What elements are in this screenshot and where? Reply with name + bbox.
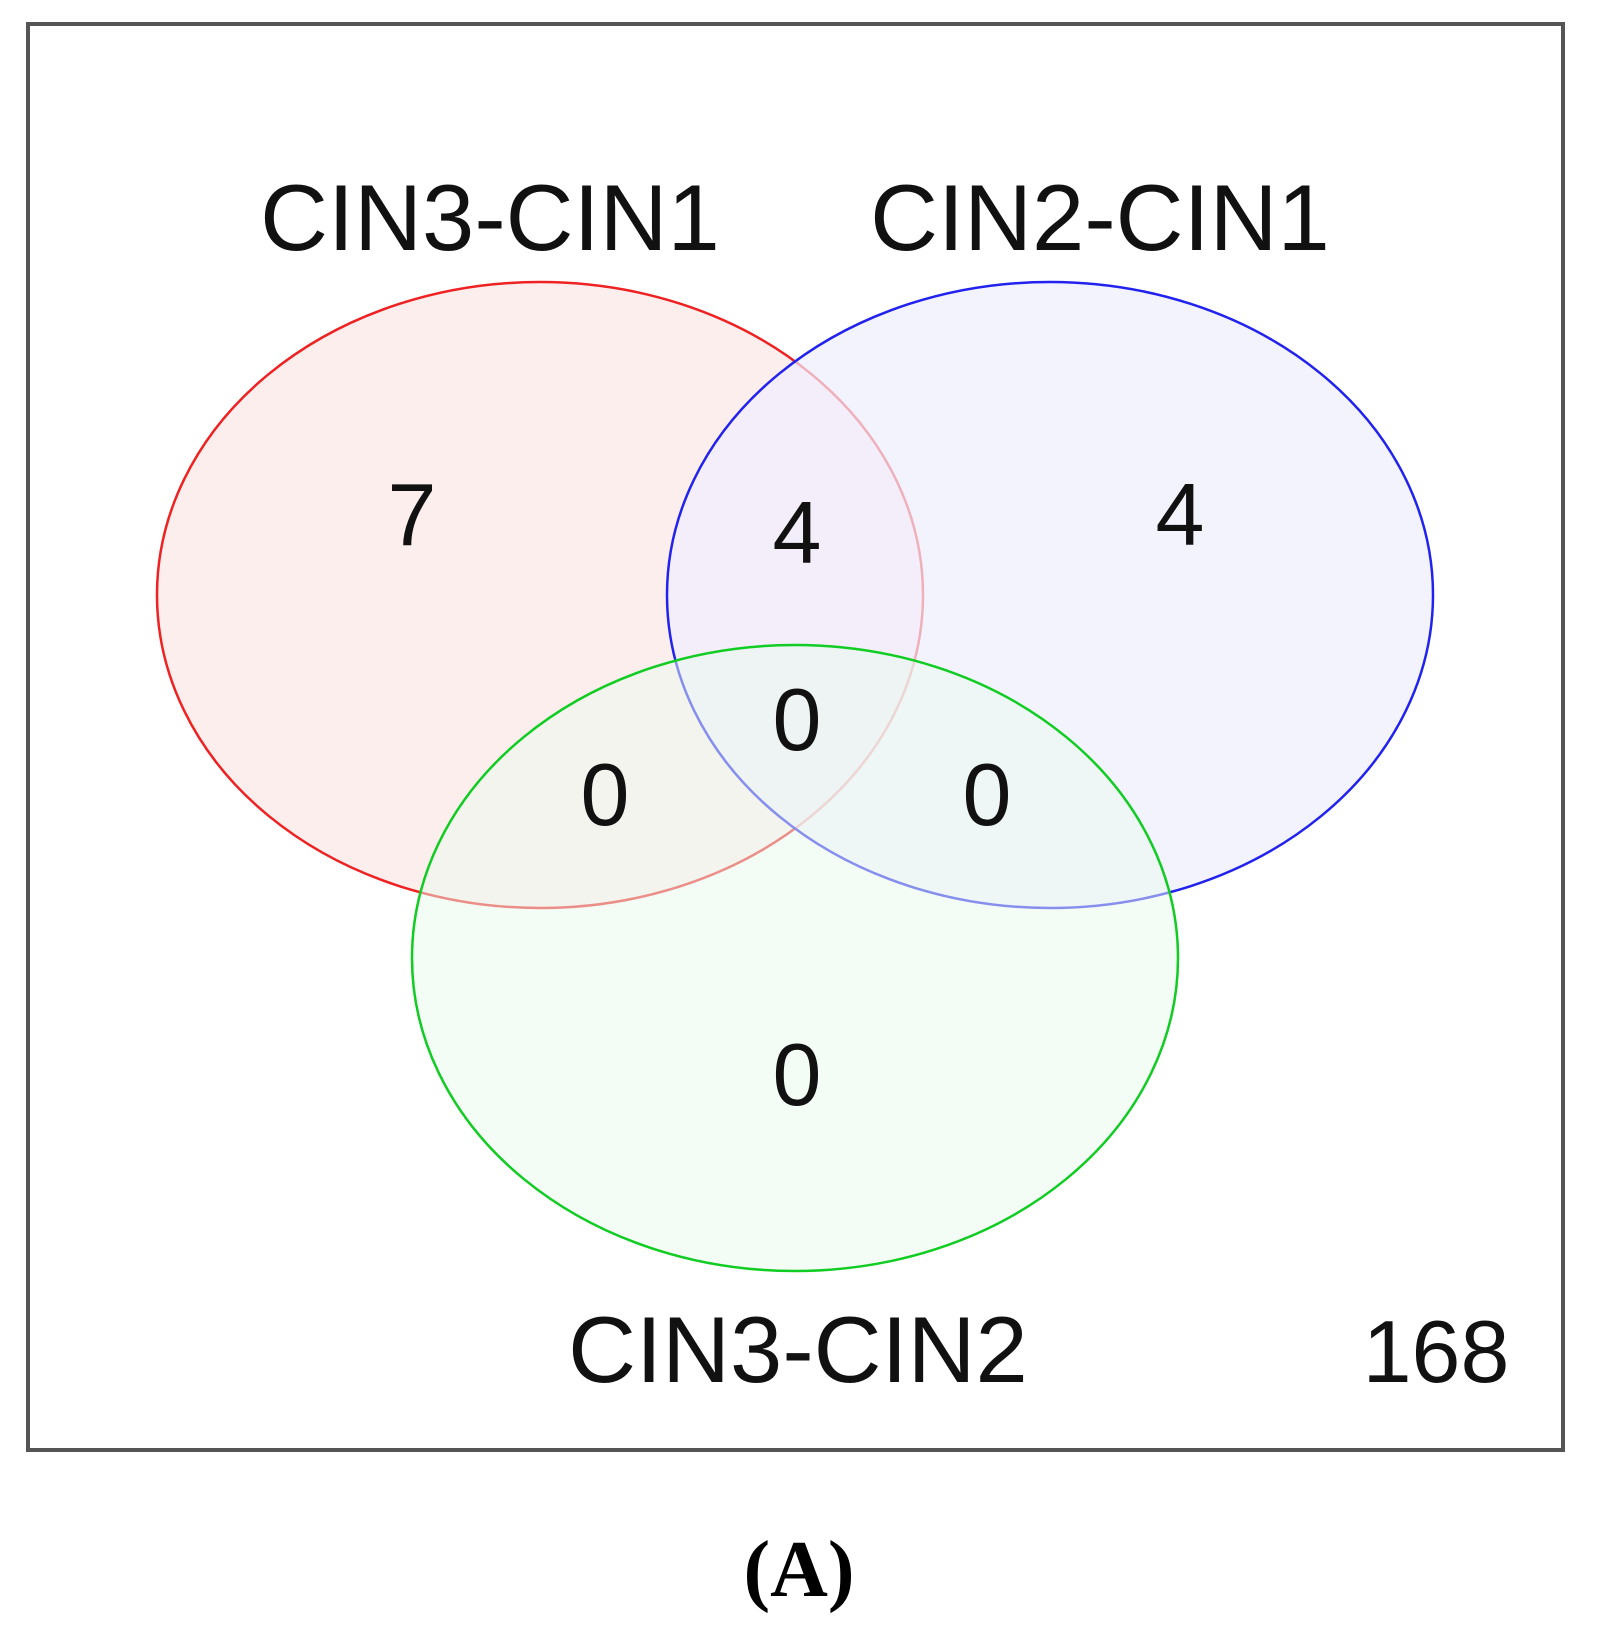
count-cin3-cin1-and-cin2-cin1: 4 (773, 483, 822, 582)
count-cin2-cin1-only: 4 (1156, 465, 1205, 564)
count-all-three: 0 (773, 670, 822, 769)
set-label-cin2-cin1: CIN2-CIN1 (870, 165, 1330, 270)
count-cin3-cin2-only: 0 (773, 1025, 822, 1124)
set-circle-cin3-cin2 (410, 643, 1180, 1273)
set-label-cin3-cin1: CIN3-CIN1 (260, 165, 720, 270)
panel-label: (A) (743, 1526, 855, 1614)
count-cin2-cin1-and-cin3-cin2: 0 (963, 745, 1012, 844)
count-cin3-cin1-and-cin3-cin2: 0 (581, 745, 630, 844)
count-cin3-cin1-only: 7 (388, 465, 437, 564)
count-outside-sets: 168 (1363, 1302, 1510, 1401)
set-label-cin3-cin2: CIN3-CIN2 (568, 1297, 1028, 1402)
